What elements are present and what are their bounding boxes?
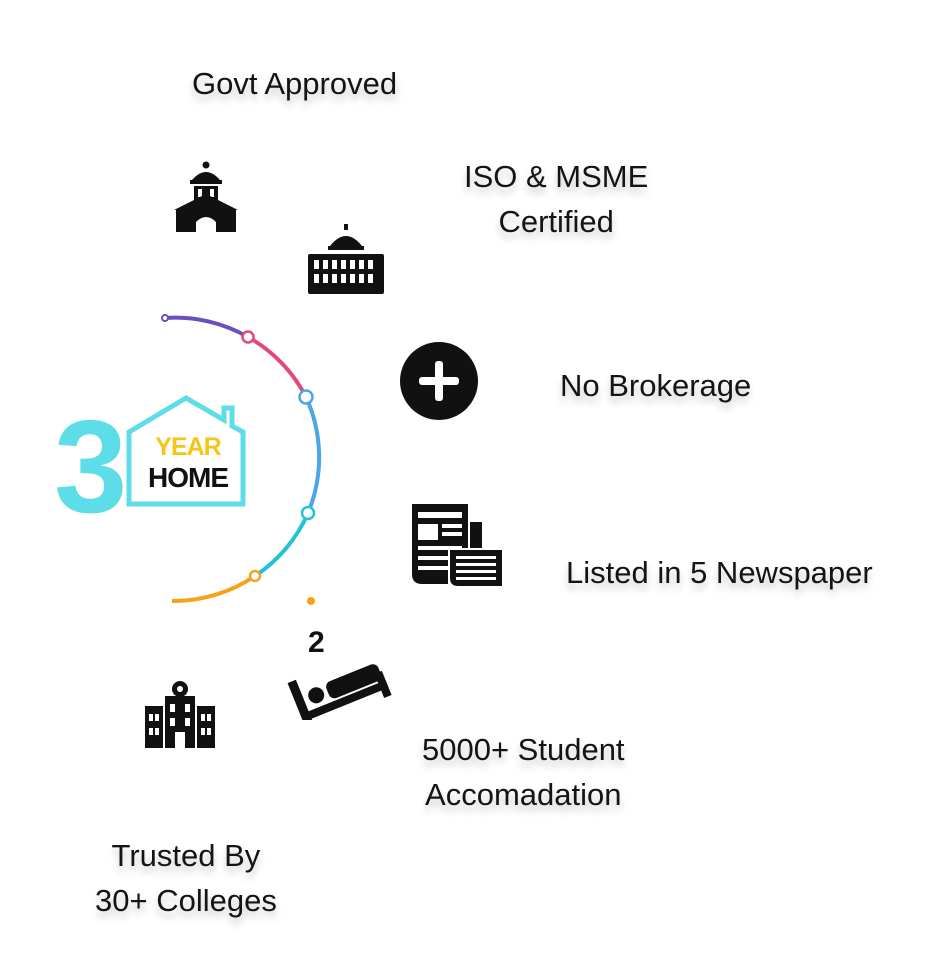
logo-digit: 3 <box>54 393 127 522</box>
arc-segment-teal <box>253 512 310 578</box>
double-bed-icon: 2 <box>284 620 394 720</box>
plus-circle-icon <box>399 341 479 421</box>
arc-segment-orange <box>171 574 257 604</box>
svg-text:2: 2 <box>308 626 325 659</box>
iso-msme-label: ISO & MSME Certified <box>464 159 649 239</box>
arc-node-pink <box>241 330 255 344</box>
logo-word-home: HOME <box>148 462 228 493</box>
arc-node-blue <box>298 389 314 405</box>
newspaper-label: Listed in 5 Newspaper <box>566 555 873 590</box>
arc-segment-pink <box>247 335 308 398</box>
logo-house-outline <box>126 395 246 507</box>
parliament-building-icon <box>306 224 386 294</box>
three-year-home-logo: 3 YEAR HOME <box>52 392 252 540</box>
government-building-icon <box>172 160 240 234</box>
college-building-icon <box>143 680 217 748</box>
no-brokerage-label: No Brokerage <box>560 368 752 403</box>
arc-node-teal <box>300 505 316 521</box>
trusted-colleges-label: Trusted By 30+ Colleges <box>95 838 277 918</box>
logo-word-year: YEAR <box>155 433 221 461</box>
orange-dot <box>307 597 315 605</box>
arc-node-orange <box>248 569 262 583</box>
student-accommodation-label: 5000+ Student Accomadation <box>422 732 625 812</box>
newspaper-icon <box>408 500 504 590</box>
govt-approved-label: Govt Approved <box>192 66 398 101</box>
arc-segment-blue <box>304 396 322 514</box>
arc-segment-purple <box>164 315 249 339</box>
arc-node-start <box>161 314 169 322</box>
